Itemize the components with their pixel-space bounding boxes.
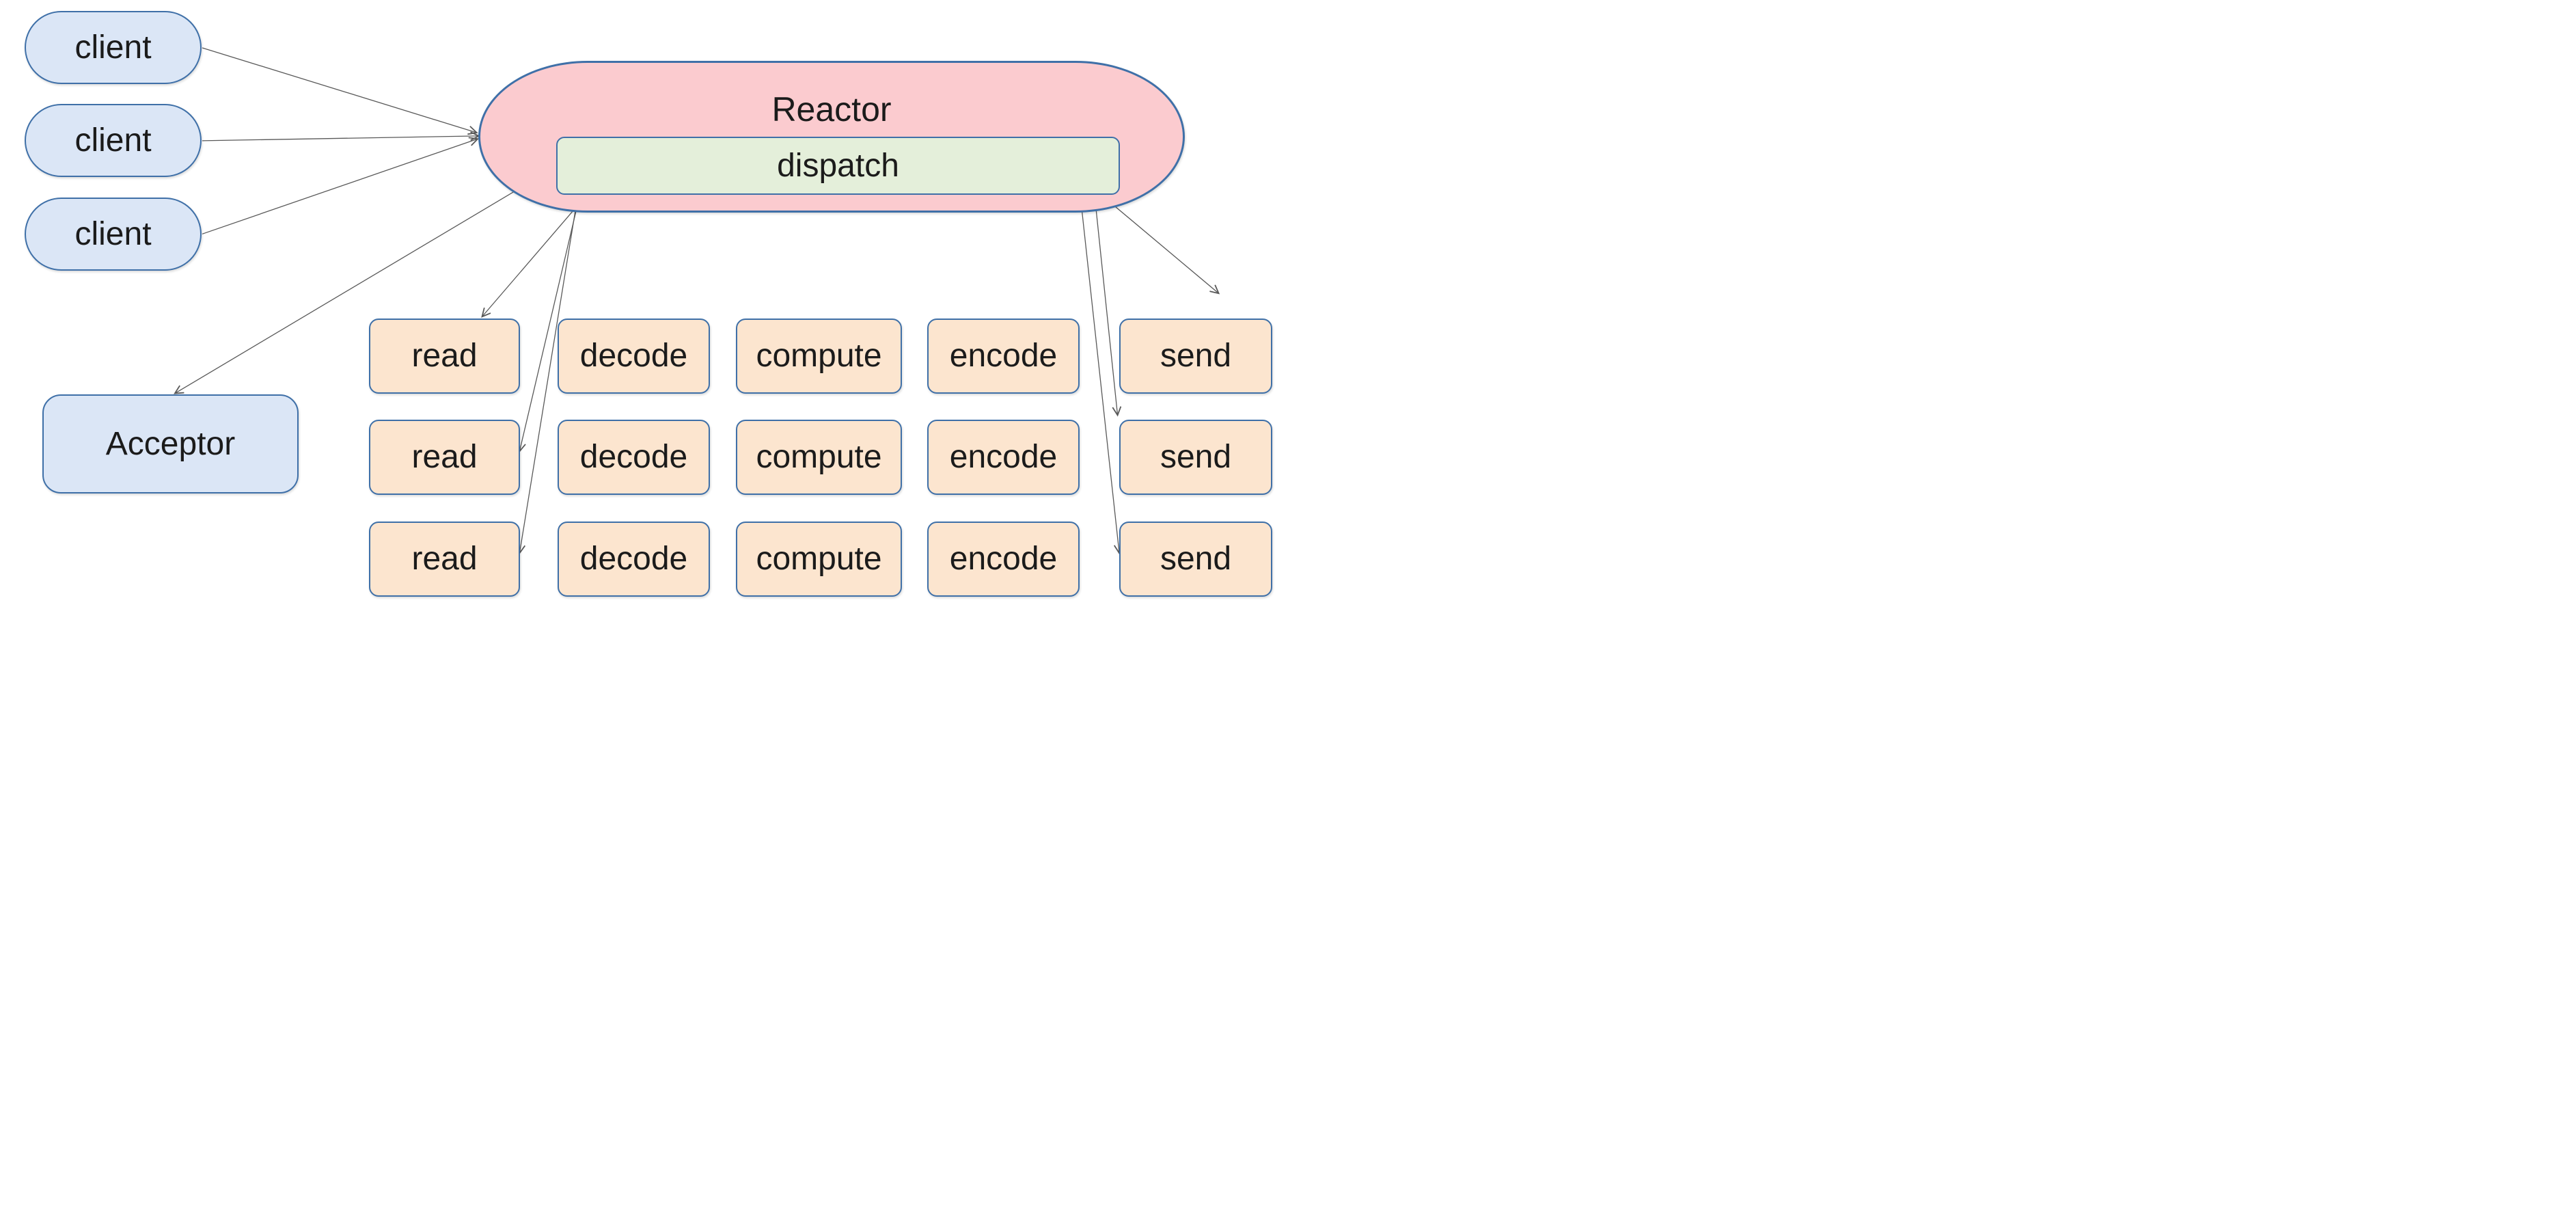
worker-compute-2: compute xyxy=(736,420,902,495)
client-node-2: client xyxy=(25,104,202,177)
worker-decode-3: decode xyxy=(558,522,710,597)
client-node-3: client xyxy=(25,198,202,271)
arrow-client1-to-reactor xyxy=(202,47,478,135)
client-node-1: client xyxy=(25,11,202,84)
reactor-pattern-diagram: client client client Reactor dispatch Ac… xyxy=(0,0,1288,615)
arrow-dispatch-to-send2 xyxy=(1093,192,1122,417)
acceptor-node: Acceptor xyxy=(42,394,299,493)
worker-compute-3: compute xyxy=(736,522,902,597)
arrow-dispatch-to-send3 xyxy=(1079,192,1123,555)
dispatch-box: dispatch xyxy=(556,137,1120,195)
worker-read-3: read xyxy=(369,522,520,597)
arrow-client3-to-reactor xyxy=(202,137,480,234)
worker-decode-1: decode xyxy=(558,319,710,394)
worker-send-2: send xyxy=(1119,420,1272,495)
arrow-client2-to-reactor xyxy=(202,131,480,141)
worker-compute-1: compute xyxy=(736,319,902,394)
reactor-label: Reactor xyxy=(771,90,892,128)
worker-read-2: read xyxy=(369,420,520,495)
worker-decode-2: decode xyxy=(558,420,710,495)
worker-send-1: send xyxy=(1119,319,1272,394)
worker-encode-1: encode xyxy=(927,319,1080,394)
arrow-dispatch-to-send1 xyxy=(1099,192,1220,295)
worker-encode-3: encode xyxy=(927,522,1080,597)
worker-read-1: read xyxy=(369,319,520,394)
arrow-dispatch-to-read1 xyxy=(481,197,585,318)
worker-send-3: send xyxy=(1119,522,1272,597)
worker-encode-2: encode xyxy=(927,420,1080,495)
